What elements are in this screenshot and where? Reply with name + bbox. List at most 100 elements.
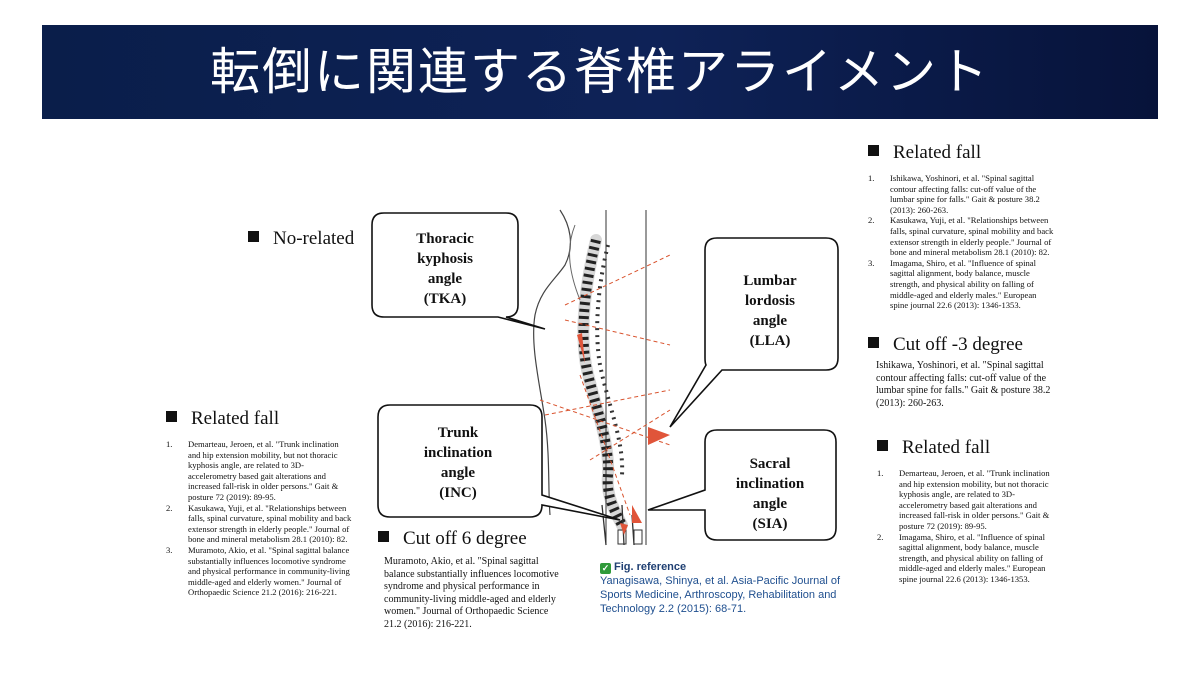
reference-number: 2. [877, 531, 884, 542]
figure-reference: ✓Fig. reference Yanagisawa, Shinya, et a… [600, 561, 860, 616]
right-bottom-related-heading: Related fall [877, 437, 1097, 459]
neck-outline [569, 224, 581, 301]
no-related-heading: No-related [248, 228, 354, 250]
reference-line: Demarteau, Jeroen, et al. "Trunk inclina… [188, 439, 339, 449]
right-cutoff: Cut off -3 degree Ishikawa, Yoshinori, e… [868, 334, 1098, 410]
body-outline [533, 209, 572, 516]
callout-lla-line: (LLA) [750, 333, 791, 349]
reference-number: 2. [166, 502, 173, 513]
right-top-related-heading: Related fall [868, 142, 1088, 164]
reference-line: posture 72 (2019): 89-95. [899, 520, 987, 531]
reference-item: 3.Imagama, Shiro, et al. "Influence of s… [868, 258, 1088, 311]
reference-line: and hip extension mobility, but not thor… [899, 478, 1049, 489]
reference-number: 2. [868, 215, 875, 226]
reference-line: middle-aged and elderly males." European [899, 563, 1046, 574]
right-top-ref-list: 1. Ishikawa, Yoshinori, et al. "Spinal sa… [868, 173, 1088, 311]
reference-line: bone and mineral metabolism 28.1 (2010):… [188, 534, 348, 545]
reference-line: middle-aged and elderly women." Journal … [188, 576, 342, 587]
callout-inc-line: (INC) [439, 485, 477, 501]
callout-tka: Thoracic kyphosis angle (TKA) [371, 212, 546, 330]
bullet-square-icon [868, 337, 879, 348]
reference-line: Demarteau, Jeroen, et al. "Trunk inclina… [899, 468, 1050, 478]
reference-line: kyphosis angle, are related to 3D- [188, 460, 304, 471]
callout-sia-line: (SIA) [752, 516, 787, 532]
reference-line: middle-aged and elderly males." European [890, 289, 1037, 300]
bullet-square-icon [868, 145, 879, 156]
citation-line: Sports Medicine, Arthroscopy, Rehabilita… [600, 589, 837, 601]
figure-reference-label: Fig. reference [614, 561, 687, 573]
left-ref-list: 1.Demarteau, Jeroen, et al. "Trunk incli… [166, 439, 366, 598]
callout-lla-line: angle [753, 313, 788, 329]
cutoff-6-heading: Cut off 6 degree [378, 528, 588, 550]
reference-line: sagittal alignment, body balance, muscle [899, 542, 1039, 553]
callout-inc-line: Trunk [438, 425, 479, 441]
cutoff-minus3-heading: Cut off -3 degree [868, 334, 1098, 356]
bullet-square-icon [877, 440, 888, 451]
reference-line: accelerometry based gait alterations and [188, 470, 326, 481]
sia-angle-wedge [632, 505, 642, 523]
reference-line: Imagama, Shiro, et al. "Influence of spi… [899, 531, 1045, 542]
callout-inc-line: inclination [424, 445, 493, 461]
callout-inc: Trunk inclination angle (INC) [377, 404, 621, 521]
center-cutoff: Cut off 6 degree Muramoto, Akio, et al. … [378, 528, 588, 631]
reference-item: 2. Imagama, Shiro, et al. "Influence of s… [877, 532, 1097, 585]
citation-line: syndrome and physical performance in [384, 581, 540, 592]
reference-line: Orthopaedic Science 21.2 (2016): 216-221… [188, 587, 337, 598]
citation-line: balance substantially influences locomot… [384, 568, 559, 580]
reference-item: 1. Ishikawa, Yoshinori, et al. "Spinal sa… [868, 173, 1088, 215]
citation-line: Yanagisawa, Shinya, et al. Asia-Pacific … [600, 575, 841, 587]
bullet-square-icon [166, 411, 177, 422]
reference-line: Kasukawa, Yuji, et al. "Relationships be… [188, 502, 347, 513]
reference-line: Ishikawa, Yoshinori, et al. "Spinal sagi… [890, 173, 1035, 183]
citation-line: 21.2 (2016): 216-221. [384, 618, 472, 630]
reference-item: 3.Muramoto, Akio, et al. "Spinal sagitta… [166, 545, 366, 598]
reference-line: contour affecting falls: cut-off value o… [890, 183, 1037, 194]
callout-inc-line: angle [441, 465, 476, 481]
spine-column [577, 234, 628, 531]
callout-tka-line: angle [428, 271, 463, 287]
reference-line: lumbar spine for falls." Gait & posture … [890, 194, 1040, 205]
right-top-related-fall: Related fall 1. Ishikawa, Yoshinori, et a… [868, 142, 1088, 311]
cutoff-minus3-citation: Ishikawa, Yoshinori, et al. "Spinal sagi… [868, 360, 1098, 410]
reference-line: Kasukawa, Yuji, et al. "Relationships be… [890, 215, 1049, 226]
reference-item: 1.Demarteau, Jeroen, et al. "Trunk incli… [166, 439, 366, 503]
reference-line: substantially influences locomotive synd… [188, 555, 346, 566]
reference-line: sagittal alignment, body balance, muscle [890, 268, 1030, 279]
reference-item: 2. Kasukawa, Yuji, et al. "Relationships … [166, 503, 366, 545]
reference-number: 1. [868, 173, 875, 183]
reference-line: spine journal 22.6 (2013): 1346-1353. [899, 573, 1030, 584]
callout-lla-line: lordosis [745, 293, 795, 309]
citation-line: women." Journal of Orthopaedic Science [384, 606, 549, 617]
reference-line: (2013): 260-263. [890, 204, 949, 215]
lla-angle-wedge [648, 427, 670, 445]
tka-angle-wedge [577, 333, 585, 363]
citation-line: (2013): 260-263. [876, 397, 944, 409]
reference-line: falls, spinal curvature, spinal mobility… [188, 513, 352, 524]
reference-line: and physical performance in community-li… [188, 566, 350, 577]
reference-line: spine journal 22.6 (2013): 1346-1353. [890, 300, 1021, 311]
callout-tka-line: (TKA) [424, 291, 467, 307]
reference-line: strength, and physical ability on fallin… [899, 552, 1043, 563]
reference-line: falls, spinal curvature, spinal mobility… [890, 225, 1054, 236]
callout-lla: Lumbar lordosis angle (LLA) [669, 237, 839, 428]
reference-line: extensor strength in elderly people." Jo… [890, 236, 1052, 247]
callout-lla-line: Lumbar [743, 273, 797, 289]
right-bottom-related-fall: Related fall 1. Demarteau, Jeroen, et al.… [877, 437, 1097, 585]
callout-sia-line: Sacral [750, 456, 791, 472]
callout-tka-line: kyphosis [417, 251, 473, 267]
inc-angle-wedge [620, 523, 628, 535]
reference-number: 3. [166, 544, 173, 555]
reference-line: posture 72 (2019): 89-95. [188, 491, 276, 502]
reference-number: 3. [868, 257, 875, 268]
figure-reference-citation: Yanagisawa, Shinya, et al. Asia-Pacific … [600, 574, 860, 616]
foot-box [617, 529, 627, 545]
reference-number: 1. [877, 468, 884, 478]
bullet-square-icon [378, 531, 389, 542]
reference-line: increased fall-risk in older persons." G… [899, 510, 1050, 521]
reference-line: bone and mineral metabolism 28.1 (2010):… [890, 247, 1050, 258]
citation-line: lumbar spine for falls." Gait & posture … [876, 385, 1051, 396]
reference-line: increased fall-risk in older persons." G… [188, 481, 339, 492]
citation-line: community-living middle-aged and elderly [384, 593, 556, 605]
reference-line: and hip extension mobility, but not thor… [188, 449, 338, 460]
